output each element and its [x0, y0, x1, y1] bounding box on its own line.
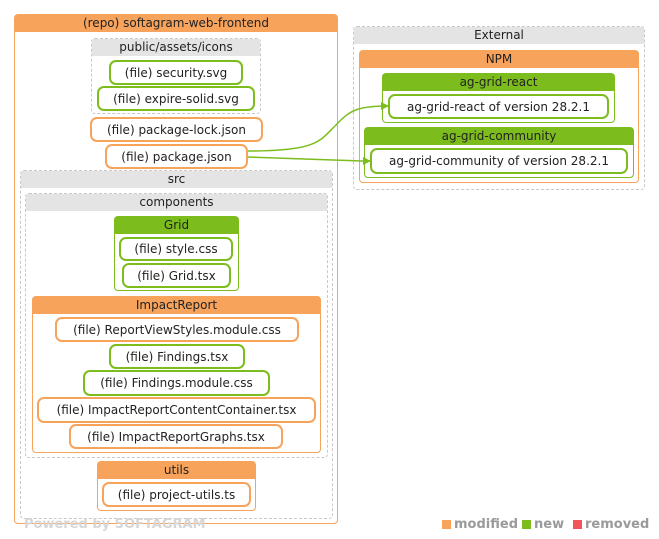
file-impactreportgraphs-tsx[interactable]: (file) ImpactReportGraphs.tsx: [69, 424, 283, 449]
pkg-label: ag-grid-react of version 28.2.1: [407, 99, 590, 114]
modified-swatch-icon: [442, 520, 451, 529]
legend-new: new: [522, 517, 564, 532]
file-expire-solid-svg[interactable]: (file) expire-solid.svg: [97, 86, 255, 111]
file-label: (file) ImpactReportGraphs.tsx: [87, 429, 265, 444]
legend-new-label: new: [534, 517, 565, 532]
legend-modified: modified: [442, 517, 518, 532]
file-findings-module-css[interactable]: (file) Findings.module.css: [83, 370, 270, 396]
file-label: (file) package-lock.json: [106, 122, 246, 137]
edge-package-json-to-ag-grid-react: [247, 102, 389, 152]
edge-package-json-to-ag-grid-community: [247, 156, 371, 165]
file-reportviewstyles-module-css[interactable]: (file) ReportViewStyles.module.css: [55, 317, 299, 342]
legend-removed: removed: [573, 517, 649, 532]
pkg-label: ag-grid-community of version 28.2.1: [389, 154, 609, 168]
file-label: (file) ImpactReportContentContainer.tsx: [56, 403, 297, 417]
icons-group: public/assets/icons: [91, 38, 261, 114]
npm-title: NPM: [360, 51, 638, 68]
npm-group: NPM: [359, 50, 639, 183]
file-label: (file) project-utils.ts: [117, 487, 236, 502]
file-package-lock-json[interactable]: (file) package-lock.json: [90, 117, 263, 142]
icons-group-title: public/assets/icons: [92, 39, 260, 56]
file-label: (file) Findings.tsx: [125, 349, 229, 364]
components-title: components: [26, 194, 327, 211]
grid-title: Grid: [115, 217, 238, 234]
file-label: (file) style.css: [134, 242, 218, 256]
grid-group: Grid: [114, 216, 239, 291]
legend-removed-label: removed: [585, 517, 650, 532]
utils-title: utils: [98, 462, 255, 479]
impactreport-group: ImpactReport: [32, 296, 321, 453]
external-group: External: [353, 26, 645, 190]
src-title: src: [21, 171, 332, 188]
legend-modified-label: modified: [454, 517, 518, 532]
ag-grid-react-title: ag-grid-react: [383, 74, 614, 91]
file-impactreportcontentcontainer-tsx[interactable]: (file) ImpactReportContentContainer.tsx: [37, 397, 316, 423]
file-grid-tsx[interactable]: (file) Grid.tsx: [122, 263, 231, 288]
file-label: (file) package.json: [121, 149, 232, 164]
components-group: components: [25, 193, 328, 458]
new-swatch-icon: [522, 520, 531, 529]
removed-swatch-icon: [573, 520, 582, 529]
file-findings-tsx[interactable]: (file) Findings.tsx: [109, 344, 245, 369]
file-label: (file) Findings.module.css: [100, 376, 253, 390]
file-project-utils-ts[interactable]: (file) project-utils.ts: [102, 482, 251, 507]
repo-container: (repo) softagram-web-frontend: [14, 14, 338, 524]
impactreport-title: ImpactReport: [33, 297, 320, 314]
file-package-json[interactable]: (file) package.json: [105, 144, 248, 169]
file-label: (file) expire-solid.svg: [113, 91, 239, 106]
file-label: (file) ReportViewStyles.module.css: [73, 322, 281, 337]
file-security-svg[interactable]: (file) security.svg: [109, 60, 243, 85]
src-group: src: [20, 170, 333, 519]
pkg-ag-grid-community[interactable]: ag-grid-community of version 28.2.1: [370, 148, 628, 174]
powered-by-footer: Powered by SOFTAGRAM: [24, 517, 206, 532]
external-title: External: [354, 27, 644, 44]
pkg-ag-grid-react[interactable]: ag-grid-react of version 28.2.1: [388, 94, 609, 119]
file-label: (file) Grid.tsx: [137, 268, 216, 283]
file-label: (file) security.svg: [124, 65, 228, 80]
repo-title: (repo) softagram-web-frontend: [15, 15, 337, 32]
file-style-css[interactable]: (file) style.css: [119, 237, 233, 261]
ag-grid-community-title: ag-grid-community: [365, 128, 633, 145]
utils-group: utils: [97, 461, 256, 511]
